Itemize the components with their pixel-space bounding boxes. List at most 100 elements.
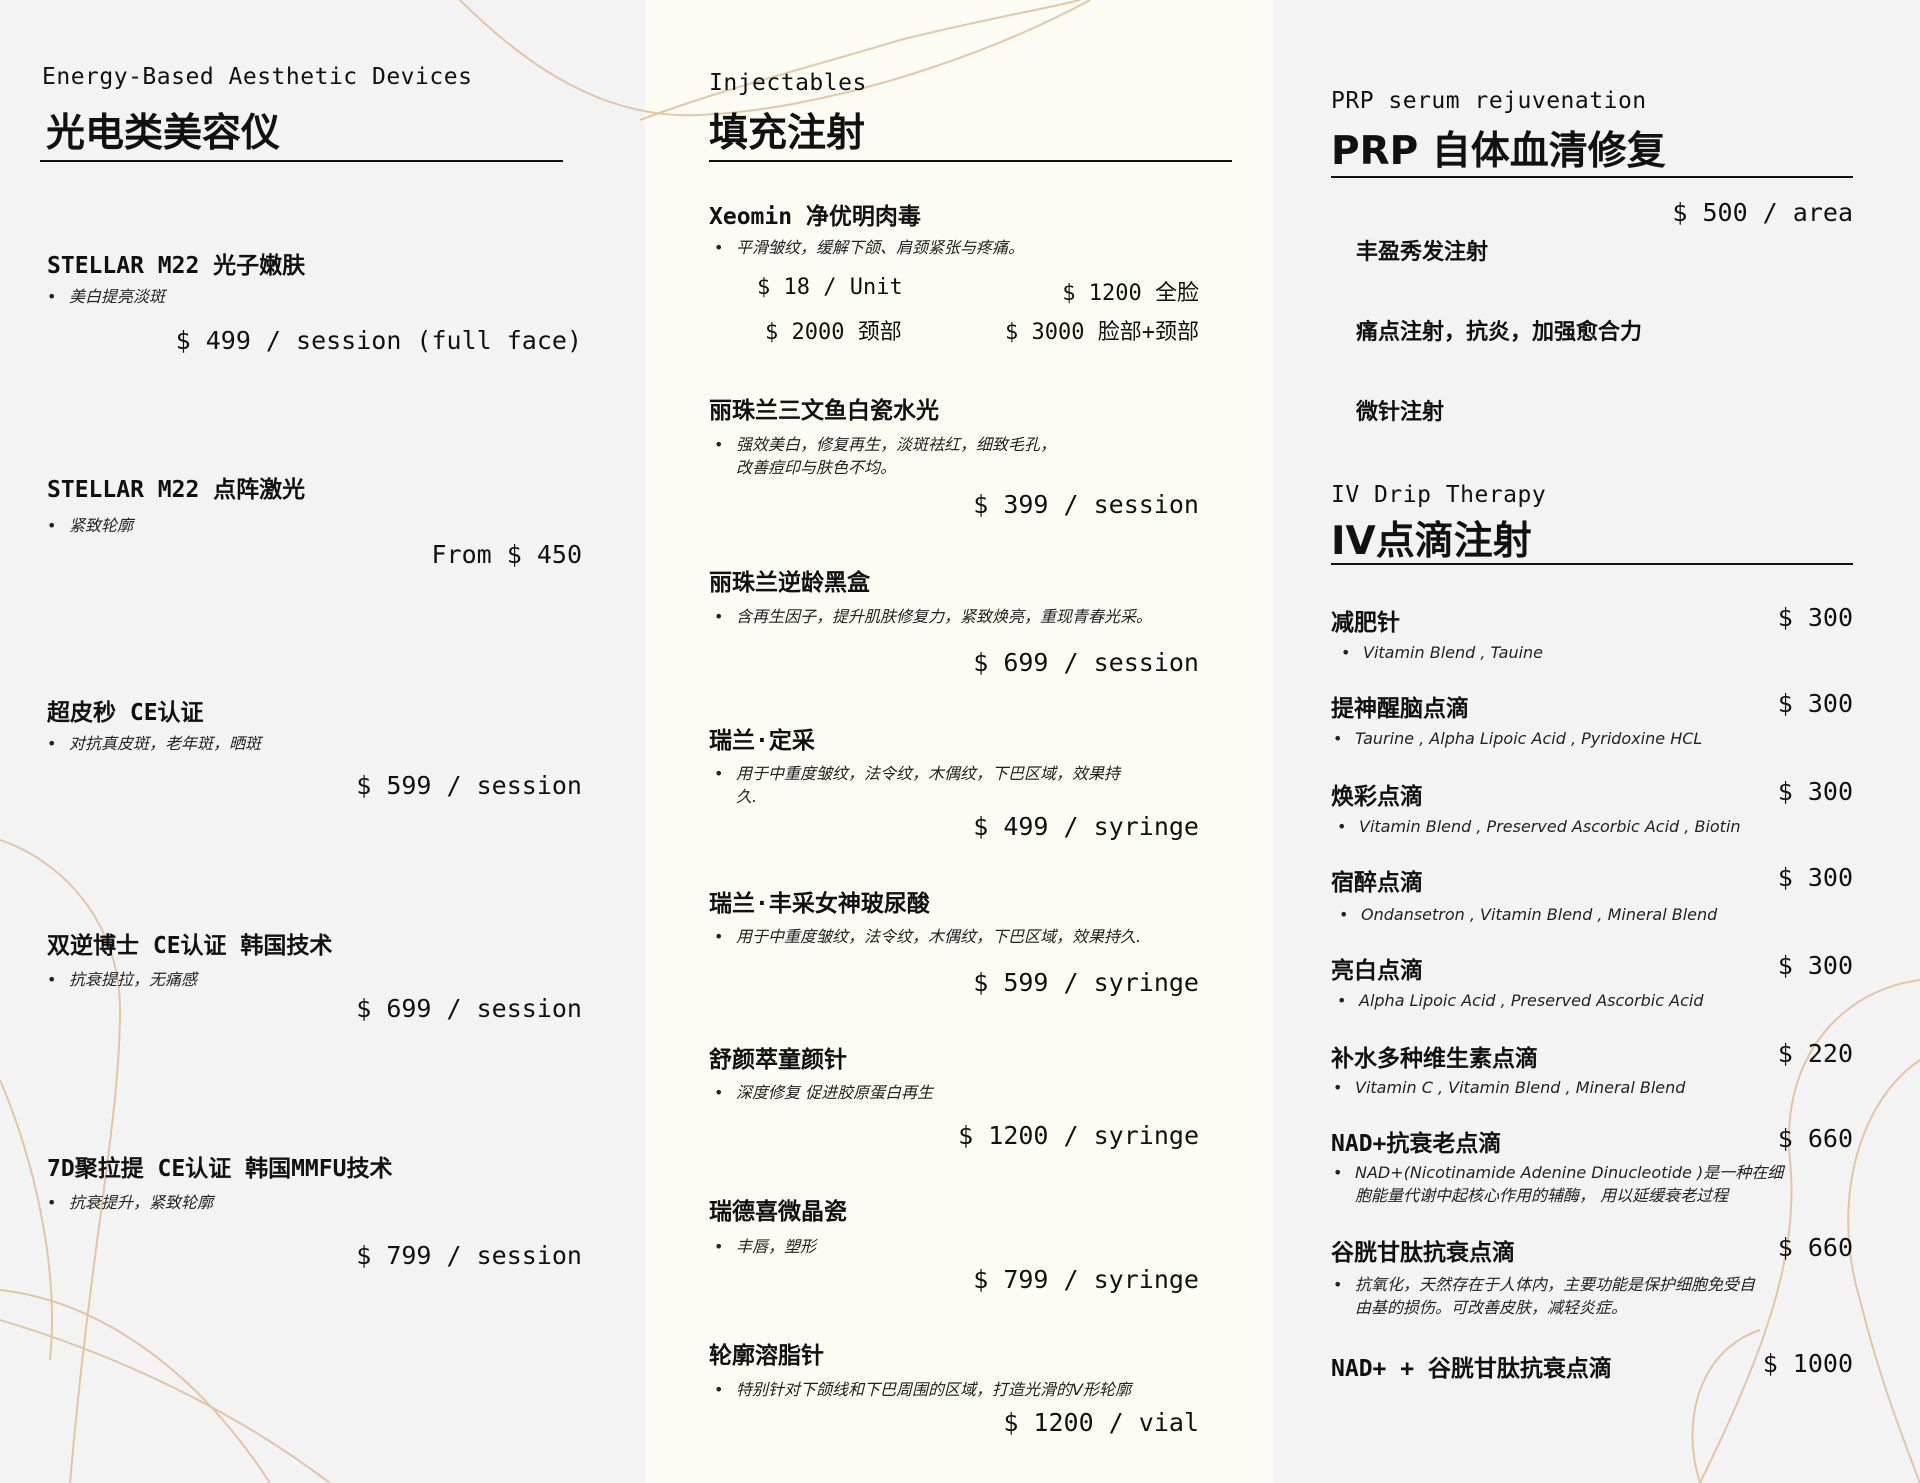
xeomin-price-neck: $ 2000 颈部 (765, 320, 902, 345)
iv-item-desc: •Vitamin Blend , Tauine (1341, 643, 1544, 662)
iv-item-title: 减肥针 (1331, 610, 1400, 636)
iv-item-title: 补水多种维生素点滴 (1331, 1046, 1538, 1072)
middle-item-price: $ 1200 / vial (1003, 1408, 1199, 1437)
iv-item-price: $ 300 (1777, 863, 1853, 892)
middle-item-title: 瑞德喜微晶瓷 (709, 1199, 847, 1225)
left-title-en: Energy-Based Aesthetic Devices (42, 64, 473, 90)
middle-item-title: 舒颜萃童颜针 (709, 1047, 847, 1073)
middle-title-cn: 填充注射 (709, 111, 866, 156)
iv-item-desc: •NAD+(Nicotinamide Adenine Dinucleotide … (1333, 1163, 1784, 1205)
left-item-price: $ 799 / session (356, 1241, 582, 1270)
left-item: STELLAR M22 光子嫩肤 •美白提亮淡斑 $ 499 / session… (47, 246, 582, 366)
iv-item: 焕彩点滴 $ 300 •Vitamin Blend , Preserved As… (1331, 777, 1853, 837)
middle-item-price: $ 399 / session (973, 490, 1199, 519)
xeomin-title: Xeomin 净优明肉毒 (709, 204, 921, 230)
prp-price: $ 500 / area (1672, 198, 1853, 227)
middle-title-rule (709, 160, 1232, 162)
prp-title-en: PRP serum rejuvenation (1331, 88, 1647, 114)
iv-title-rule (1331, 563, 1853, 565)
iv-item-desc: •Vitamin Blend , Preserved Ascorbic Acid… (1337, 817, 1741, 836)
middle-item: 瑞兰·丰采女神玻尿酸 •用于中重度皱纹，法令纹，木偶纹，下巴区域，效果持久. $… (709, 884, 1199, 1004)
iv-item-price: $ 300 (1777, 689, 1853, 718)
left-item-desc: •紧致轮廓 (47, 516, 134, 535)
middle-item: 瑞德喜微晶瓷 •丰唇，塑形 $ 799 / syringe (709, 1192, 1199, 1312)
iv-item: 谷胱甘肽抗衰点滴 $ 660 •抗氧化，天然存在于人体内，主要功能是保护细胞免受… (1331, 1233, 1853, 1317)
middle-item-desc: •用于中重度皱纹，法令纹，木偶纹，下巴区域，效果持久. (714, 927, 1142, 946)
xeomin-price-unit: $ 18 / Unit (757, 275, 903, 300)
iv-item: 补水多种维生素点滴 $ 220 •Vitamin C , Vitamin Ble… (1331, 1039, 1853, 1099)
left-item-title: STELLAR M22 点阵激光 (47, 477, 306, 503)
iv-item-desc: •Taurine , Alpha Lipoic Acid , Pyridoxin… (1333, 729, 1703, 748)
middle-item-price: $ 699 / session (973, 648, 1199, 677)
middle-item-title: 瑞兰·定采 (709, 728, 815, 754)
middle-item-desc: •丰唇，塑形 (714, 1237, 817, 1256)
left-item-price: $ 699 / session (356, 994, 582, 1023)
left-item: 超皮秒 CE认证 •对抗真皮斑，老年斑，晒斑 $ 599 / session (47, 693, 582, 813)
middle-item-desc: •用于中重度皱纹，法令纹，木偶纹，下巴区域，效果持久. (714, 764, 1121, 806)
iv-item-desc: •Ondansetron , Vitamin Blend , Mineral B… (1339, 905, 1718, 924)
left-item-title: 7D聚拉提 CE认证 韩国MMFU技术 (47, 1156, 393, 1182)
left-item: STELLAR M22 点阵激光 •紧致轮廓 From $ 450 (47, 470, 582, 590)
iv-item-price: $ 660 (1777, 1124, 1853, 1153)
left-item-price: $ 599 / session (356, 771, 582, 800)
iv-item-title: 宿醉点滴 (1331, 870, 1423, 896)
iv-item-price: $ 300 (1777, 603, 1853, 632)
iv-item-desc: •抗氧化，天然存在于人体内，主要功能是保护细胞免受自由基的损伤。可改善皮肤，减轻… (1333, 1275, 1756, 1317)
left-item-title: 双逆博士 CE认证 韩国技术 (47, 933, 333, 959)
middle-panel (645, 0, 1273, 1483)
iv-item-title: NAD+ + 谷胱甘肽抗衰点滴 (1331, 1356, 1612, 1382)
middle-item-desc: •含再生因子，提升肌肤修复力，紧致焕亮，重现青春光采。 (714, 607, 1153, 626)
middle-item-xeomin: Xeomin 净优明肉毒 •平滑皱纹，缓解下颌、肩颈紧张与疼痛。 $ 18 / … (709, 197, 1199, 347)
iv-item-title: 提神醒脑点滴 (1331, 696, 1469, 722)
prp-item: 丰盈秀发注射 (1356, 240, 1489, 265)
iv-item: NAD+抗衰老点滴 $ 660 •NAD+(Nicotinamide Adeni… (1331, 1124, 1853, 1205)
iv-item-desc: •Alpha Lipoic Acid , Preserved Ascorbic … (1337, 991, 1704, 1010)
prp-item: 微针注射 (1356, 400, 1445, 425)
iv-item-title: 谷胱甘肽抗衰点滴 (1331, 1240, 1515, 1266)
middle-item-price: $ 1200 / syringe (958, 1121, 1199, 1150)
left-item-price: $ 499 / session (full face) (175, 326, 582, 355)
prp-item: 痛点注射，抗炎，加强愈合力 (1356, 320, 1643, 345)
iv-item-desc: •Vitamin C , Vitamin Blend , Mineral Ble… (1333, 1078, 1686, 1097)
middle-item: 轮廓溶脂针 •特别针对下颌线和下巴周围的区域，打造光滑的V形轮廓 $ 1200 … (709, 1336, 1199, 1446)
xeomin-price-face-neck: $ 3000 脸部+颈部 (1005, 320, 1199, 345)
iv-item-price: $ 220 (1777, 1039, 1853, 1068)
left-item-desc: •抗衰提升，紧致轮廓 (47, 1193, 214, 1212)
iv-item-price: $ 300 (1777, 777, 1853, 806)
middle-item: 丽珠兰三文鱼白瓷水光 •强效美白，修复再生，淡斑祛红，细致毛孔，改善痘印与肤色不… (709, 391, 1199, 526)
left-title-rule (40, 160, 563, 162)
iv-item-price: $ 300 (1777, 951, 1853, 980)
iv-item-price: $ 660 (1777, 1233, 1853, 1262)
left-item-title: STELLAR M22 光子嫩肤 (47, 253, 306, 279)
iv-item-title: NAD+抗衰老点滴 (1331, 1131, 1502, 1157)
left-item-desc: •美白提亮淡斑 (47, 287, 166, 306)
middle-item-desc: •特别针对下颌线和下巴周围的区域，打造光滑的V形轮廓 (714, 1380, 1131, 1399)
middle-item-price: $ 499 / syringe (973, 812, 1199, 841)
left-item-desc: •对抗真皮斑，老年斑，晒斑 (47, 734, 262, 753)
middle-item: 舒颜萃童颜针 •深度修复 促进胶原蛋白再生 $ 1200 / syringe (709, 1040, 1199, 1160)
prp-title-cn: PRP 自体血清修复 (1331, 129, 1666, 174)
left-item-price: From $ 450 (431, 540, 582, 569)
iv-item: 提神醒脑点滴 $ 300 •Taurine , Alpha Lipoic Aci… (1331, 689, 1853, 749)
middle-item-title: 丽珠兰逆龄黑盒 (709, 570, 870, 596)
iv-item: NAD+ + 谷胱甘肽抗衰点滴 $ 1000 (1331, 1349, 1853, 1389)
iv-item: 亮白点滴 $ 300 •Alpha Lipoic Acid , Preserve… (1331, 951, 1853, 1011)
middle-item-desc: •强效美白，修复再生，淡斑祛红，细致毛孔，改善痘印与肤色不均。 (714, 435, 1057, 477)
middle-item-title: 丽珠兰三文鱼白瓷水光 (709, 398, 939, 424)
left-item: 7D聚拉提 CE认证 韩国MMFU技术 •抗衰提升，紧致轮廓 $ 799 / s… (47, 1149, 582, 1270)
middle-item-desc: •深度修复 促进胶原蛋白再生 (714, 1083, 934, 1102)
middle-item-title: 瑞兰·丰采女神玻尿酸 (709, 891, 930, 917)
middle-item: 丽珠兰逆龄黑盒 •含再生因子，提升肌肤修复力，紧致焕亮，重现青春光采。 $ 69… (709, 563, 1199, 683)
iv-title-cn: IV点滴注射 (1331, 519, 1532, 564)
iv-item: 减肥针 $ 300 •Vitamin Blend , Tauine (1331, 603, 1853, 663)
xeomin-desc: •平滑皱纹，缓解下颌、肩颈紧张与疼痛。 (714, 238, 1025, 257)
middle-item-title: 轮廓溶脂针 (709, 1343, 824, 1369)
middle-item-price: $ 599 / syringe (973, 968, 1199, 997)
middle-title-en: Injectables (709, 70, 867, 96)
left-title-cn: 光电类美容仪 (46, 111, 281, 156)
middle-item: 瑞兰·定采 •用于中重度皱纹，法令纹，木偶纹，下巴区域，效果持久. $ 499 … (709, 721, 1199, 846)
middle-item-price: $ 799 / syringe (973, 1265, 1199, 1294)
iv-item-price: $ 1000 (1762, 1349, 1853, 1378)
left-item-title: 超皮秒 CE认证 (47, 700, 204, 726)
iv-item-title: 亮白点滴 (1331, 958, 1423, 984)
